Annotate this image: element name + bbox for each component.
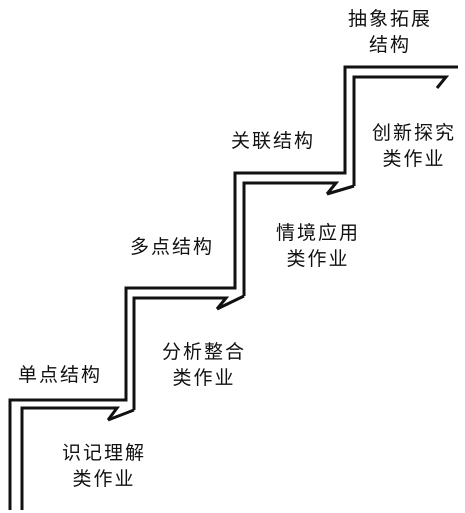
- homework-label-4: 创新探究 类作业: [358, 120, 465, 172]
- homework-label-1: 识记理解 类作业: [48, 440, 160, 492]
- stair-inner-line-4: [352, 75, 450, 186]
- stair-inner-line: [20, 406, 120, 510]
- homework-label-1-line-2: 类作业: [72, 468, 136, 490]
- stair-inner-line-3: [242, 181, 340, 296]
- structure-label-3: 关联结构: [231, 130, 316, 152]
- homework-label-3-line-1: 情境应用: [275, 222, 360, 244]
- stair-inner-line-2: [132, 296, 230, 410]
- structure-label-4-line-1: 抽象拓展: [347, 8, 432, 30]
- homework-label-2-line-1: 分析整合: [161, 341, 246, 363]
- structure-label-4: 抽象拓展 结构: [334, 6, 446, 58]
- stair-connector-2: [216, 294, 245, 311]
- homework-label-3: 情境应用 类作业: [262, 220, 374, 272]
- homework-label-4-line-1: 创新探究: [371, 122, 456, 144]
- homework-label-2: 分析整合 类作业: [148, 339, 260, 391]
- stair-connector-1: [107, 408, 135, 422]
- homework-label-4-line-2: 类作业: [382, 148, 446, 170]
- stair-outer-line: [8, 65, 458, 510]
- structure-label-1: 单点结构: [18, 364, 103, 386]
- stair-connector-3: [326, 184, 355, 196]
- structure-label-4-line-2: 结构: [368, 34, 411, 56]
- structure-label-2: 多点结构: [130, 236, 215, 258]
- homework-label-1-line-1: 识记理解: [61, 442, 146, 464]
- homework-label-2-line-2: 类作业: [172, 367, 236, 389]
- homework-label-3-line-2: 类作业: [286, 248, 350, 270]
